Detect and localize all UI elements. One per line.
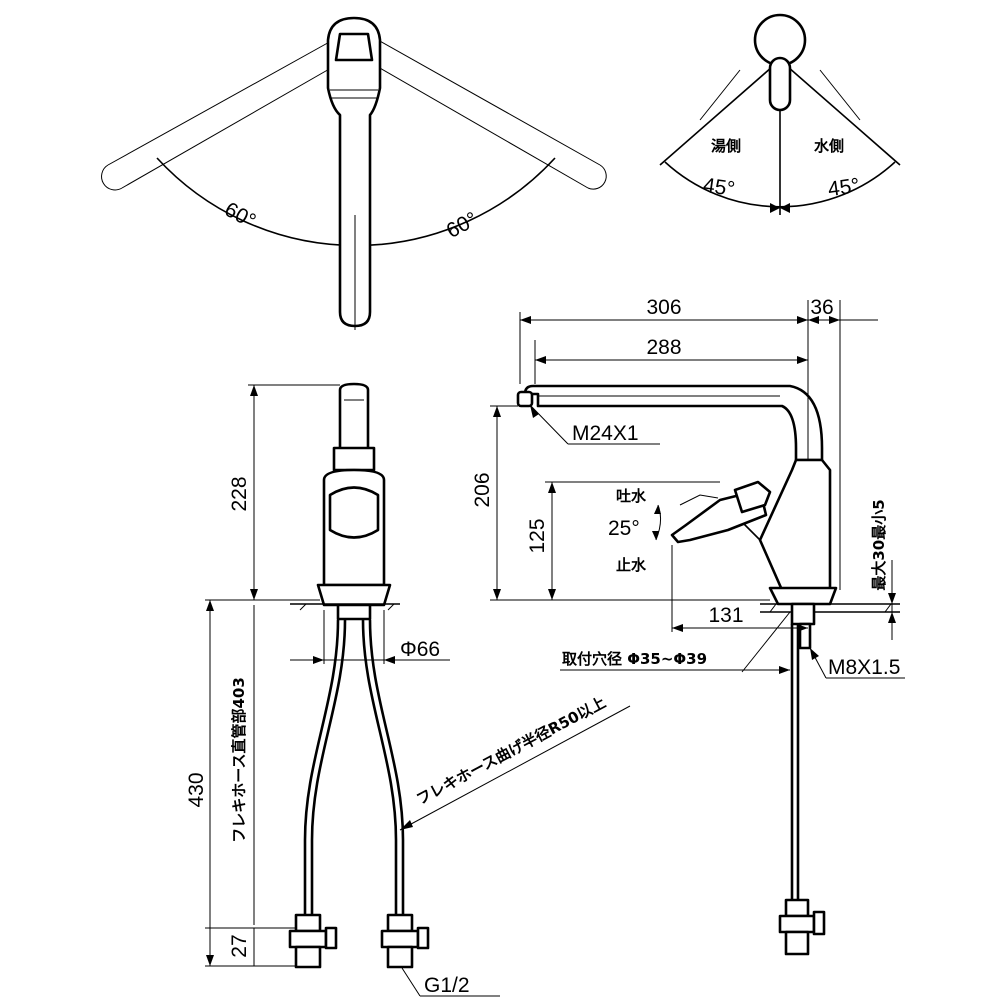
mount-hole-label: 取付穴径 Φ35~Φ39 <box>562 650 707 668</box>
overall-length-label: 306 <box>646 296 681 319</box>
aerator-thread-label: M24X1 <box>572 422 639 445</box>
spout-left-ghost <box>101 39 346 191</box>
lever-angle-arc <box>655 504 662 541</box>
front-view: 228 430 フレキホース直管部403 27 Φ66 フレキホース曲げ半径R5… <box>185 382 631 997</box>
base-diameter-label: Φ66 <box>400 638 440 661</box>
faucet-top-body <box>326 16 382 328</box>
lever-left-angle: 45° <box>702 174 737 201</box>
side-lever <box>670 480 772 544</box>
spout-reach-label: 288 <box>646 336 681 359</box>
inlet-thread-label: G1/2 <box>424 974 470 997</box>
side-view: 306 36 288 M24X1 206 125 吐水 25° 止水 <box>471 296 905 956</box>
close-label: 止水 <box>616 556 647 574</box>
lever-right-angle: 45° <box>826 174 861 201</box>
lever-view: 湯側 水側 45° 45° <box>659 13 901 215</box>
front-right-valve <box>380 913 430 969</box>
top-view: 60° 60° <box>101 16 607 330</box>
hose-length-label: 430 <box>185 772 208 807</box>
hose-straight-label: フレキホース直管部403 <box>230 677 248 843</box>
top-left-angle: 60° <box>221 198 260 233</box>
body-height-label: 228 <box>228 476 251 511</box>
spout-right-ghost <box>365 39 607 190</box>
cold-side-label: 水側 <box>814 137 844 155</box>
lever-angle-label: 25° <box>608 517 640 540</box>
front-countertop <box>290 603 400 611</box>
lever-arc <box>664 161 896 208</box>
thickness-label: 最大30最小5 <box>870 499 888 590</box>
stud-thread-label: M8X1.5 <box>828 656 900 679</box>
hot-limit-line <box>659 59 781 166</box>
hot-side-label: 湯側 <box>711 137 741 155</box>
lever-handle <box>768 56 792 112</box>
open-label: 吐水 <box>616 487 647 505</box>
hose-bend-label: フレキホース曲げ半径R50以上 <box>413 693 608 808</box>
front-left-valve <box>288 913 338 969</box>
top-right-angle: 60° <box>443 208 482 243</box>
arc-arrow-left <box>770 203 780 213</box>
side-spout <box>516 384 824 462</box>
front-faucet-body <box>316 382 392 621</box>
front-hoses <box>303 619 405 915</box>
inlet-leader <box>401 967 421 997</box>
arc-arrow-right <box>780 203 790 213</box>
side-countertop <box>760 603 900 613</box>
valve-height-label: 27 <box>228 934 251 957</box>
cold-limit-line <box>779 59 901 166</box>
spout-height-label: 206 <box>471 472 494 507</box>
base-offset-label: 36 <box>810 296 833 319</box>
side-stud-hose <box>778 602 826 956</box>
side-body <box>729 458 838 606</box>
lever-reach-label: 131 <box>708 604 743 627</box>
lever-height-label: 125 <box>526 518 549 553</box>
bend-leader <box>399 705 631 831</box>
